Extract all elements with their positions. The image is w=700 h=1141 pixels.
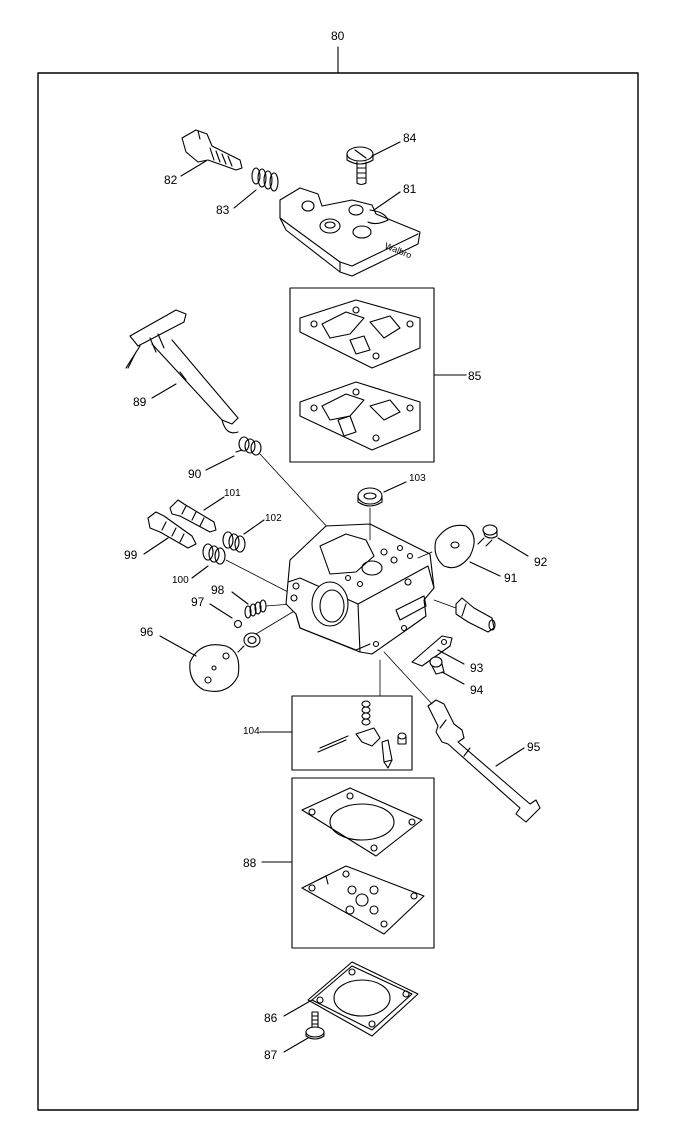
leader-91-to-body — [417, 551, 433, 559]
callout-84: 84 — [403, 131, 417, 145]
leader-93 — [437, 649, 465, 665]
callout-82: 82 — [164, 173, 178, 187]
callout-99: 99 — [124, 548, 138, 562]
leader-86 — [283, 999, 313, 1017]
callout-91: 91 — [504, 571, 518, 585]
inlet-screen — [237, 632, 261, 653]
leader-102 — [243, 519, 265, 535]
leader-82 — [180, 160, 207, 177]
gasket-88-lower — [301, 865, 425, 935]
callout-94: 94 — [470, 683, 484, 697]
callout-80: 80 — [331, 29, 345, 43]
carburetor-body — [285, 523, 435, 655]
callout-89: 89 — [133, 395, 147, 409]
leader-94 — [441, 671, 465, 685]
gasket-box-88 — [291, 777, 435, 949]
pump-cover-96 — [189, 644, 240, 692]
idle-screw-82 — [181, 129, 243, 171]
callout-81: 81 — [403, 182, 417, 196]
screw-94 — [429, 656, 445, 675]
throttle-plate-91 — [434, 524, 475, 569]
spring-102 — [222, 531, 246, 553]
mixture-screw-101 — [169, 499, 217, 533]
callout-90: 90 — [188, 467, 202, 481]
leader-100 — [191, 565, 209, 579]
leader-100-to-body — [225, 559, 289, 593]
gasket-88-upper — [301, 787, 423, 857]
callout-83: 83 — [216, 203, 230, 217]
leader-81 — [373, 191, 401, 211]
leader-96 — [159, 635, 197, 657]
fuel-inlet-nozzle — [455, 597, 496, 633]
leader-84 — [371, 141, 401, 157]
metering-lever-89 — [125, 309, 239, 434]
callout-86: 86 — [264, 1011, 278, 1025]
leader-91 — [469, 561, 501, 577]
gasket-85-lower — [299, 381, 421, 451]
callout-98: 98 — [211, 583, 225, 597]
leader-101 — [203, 496, 225, 511]
callout-101: 101 — [224, 488, 241, 499]
leader-95 — [495, 747, 525, 767]
spring-98 — [244, 599, 267, 619]
callout-95: 95 — [527, 740, 541, 754]
leader-97 — [209, 603, 233, 619]
callout-93: 93 — [470, 661, 484, 675]
callout-96: 96 — [140, 625, 154, 639]
leader-95-to-body — [383, 651, 433, 705]
callout-92: 92 — [534, 555, 548, 569]
leader-99 — [143, 537, 169, 555]
check-ball-97 — [233, 619, 243, 629]
callout-97: 97 — [191, 595, 205, 609]
leader-90-to-body — [259, 453, 331, 531]
spring-100 — [202, 543, 226, 565]
pump-diaphragm-86 — [307, 961, 419, 1037]
callout-104: 104 — [243, 726, 260, 737]
screw-87 — [305, 1011, 325, 1040]
leader-96-to-body — [255, 609, 297, 635]
screw-92 — [477, 524, 498, 547]
leader-92 — [497, 537, 529, 557]
callout-103: 103 — [409, 473, 426, 484]
choke-shaft-95 — [427, 699, 541, 823]
spring-83 — [251, 167, 279, 192]
leader-90 — [205, 455, 235, 471]
callout-88: 88 — [243, 856, 257, 870]
throttle-cover-81: Walbro — [279, 187, 421, 277]
welch-plug-103 — [357, 487, 383, 507]
leader-89 — [151, 383, 177, 399]
spring-90 — [235, 436, 262, 456]
callout-102: 102 — [265, 513, 282, 524]
leader-nozzle-to-body — [433, 599, 457, 609]
clip-93 — [411, 635, 453, 667]
callout-87: 87 — [264, 1048, 278, 1062]
screw-84 — [346, 146, 374, 186]
kit-box-104 — [291, 695, 413, 771]
callout-100: 100 — [172, 575, 189, 586]
gasket-85-upper — [299, 299, 421, 369]
kit-104-contents — [317, 700, 407, 769]
leader-87 — [283, 1037, 309, 1053]
mixture-screw-99 — [147, 511, 197, 549]
leader-98 — [231, 591, 249, 605]
leader-103 — [383, 481, 407, 493]
leader-83 — [233, 189, 257, 209]
callout-85: 85 — [468, 369, 482, 383]
